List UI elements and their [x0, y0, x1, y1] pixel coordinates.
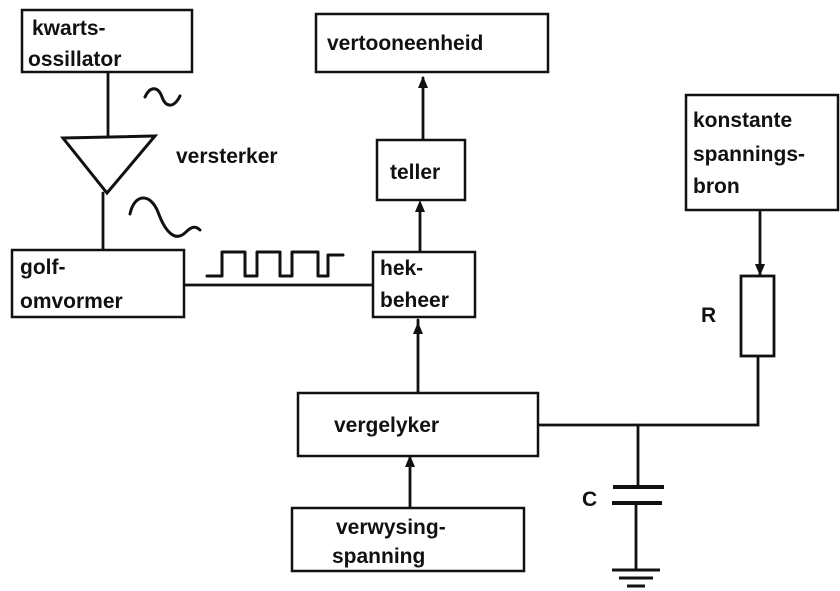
- counter-block: teller: [375, 138, 467, 202]
- constant-voltage-source-label-1: konstante: [693, 109, 792, 132]
- constant-voltage-source-label-3: bron: [693, 175, 740, 198]
- reference-voltage-label-1: verwysing-: [336, 516, 446, 539]
- constant-voltage-source-block: konstante spannings- bron: [684, 93, 840, 212]
- comparator-block: vergelyker: [296, 391, 540, 458]
- square-wave: [205, 250, 345, 278]
- resistor-label: R: [701, 304, 716, 327]
- arrow-to-resistor: [755, 264, 765, 276]
- wire-resistor-node: [536, 353, 760, 427]
- waveshaper-label-1: golf-: [20, 256, 65, 279]
- arrow-to-comparator: [405, 455, 415, 467]
- quartz-oscillator-label-1: kwarts-: [32, 17, 106, 40]
- amplifier-triangle: [59, 134, 159, 196]
- ground-symbol: [612, 568, 660, 588]
- amplifier-label: versterker: [176, 145, 278, 168]
- arrow-to-gate: [413, 322, 423, 334]
- large-sine-wave: [128, 196, 202, 238]
- quartz-oscillator-block: kwarts- ossillator: [20, 8, 194, 74]
- quartz-oscillator-label-2: ossillator: [28, 48, 121, 71]
- display-unit-block: vertooneenheid: [314, 12, 550, 74]
- gate-control-label-1: hek-: [380, 257, 423, 280]
- constant-voltage-source-label-2: spannings-: [693, 143, 805, 166]
- waveshaper-label-2: omvormer: [20, 290, 123, 313]
- reference-voltage-block: verwysing- spanning: [290, 506, 526, 573]
- reference-voltage-label-2: spanning: [332, 545, 425, 568]
- gate-control-label-2: beheer: [380, 289, 449, 312]
- counter-label: teller: [390, 161, 440, 184]
- waveshaper-block: golf- omvormer: [10, 248, 186, 319]
- arrow-to-counter: [415, 200, 425, 212]
- resistor: [739, 274, 776, 358]
- capacitor-label: C: [582, 488, 597, 511]
- small-sine-wave: [143, 87, 182, 107]
- capacitor: [612, 485, 664, 505]
- display-unit-label: vertooneenheid: [327, 32, 483, 55]
- gate-control-block: hek- beheer: [371, 250, 477, 319]
- comparator-label: vergelyker: [334, 414, 439, 437]
- arrow-to-display: [418, 76, 428, 88]
